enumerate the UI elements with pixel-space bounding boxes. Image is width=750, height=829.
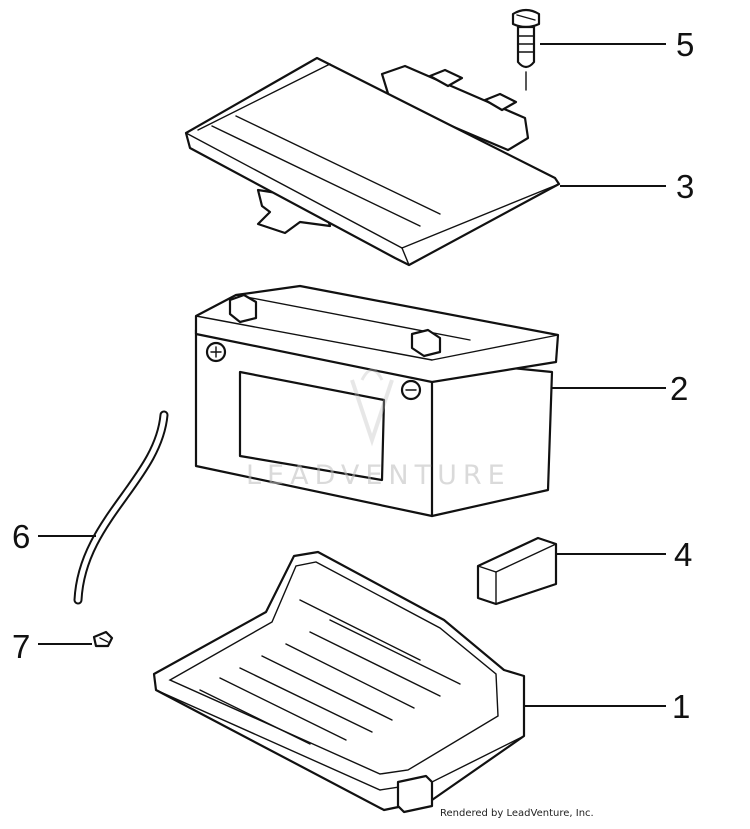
leader-lines (38, 43, 666, 707)
watermark-text: LEADVENTURE (246, 460, 511, 491)
battery-cover-part-3 (184, 56, 561, 267)
callout-7: 7 (12, 628, 31, 665)
watermark-logo-icon (350, 368, 394, 447)
battery-tray-part-1 (152, 550, 526, 814)
callout-6: 6 (12, 518, 31, 555)
callout-4: 4 (674, 536, 693, 573)
vent-tube-part-6 (73, 410, 169, 605)
clip-part-7 (92, 630, 114, 648)
render-credit: Rendered by LeadVenture, Inc. (440, 808, 594, 819)
callout-1: 1 (672, 688, 691, 725)
callout-2: 2 (670, 370, 689, 407)
battery-part-2 (194, 284, 560, 518)
callout-3: 3 (676, 168, 695, 205)
callout-5: 5 (676, 26, 695, 63)
pad-part-4 (476, 536, 558, 606)
screw-part-5 (511, 8, 541, 91)
